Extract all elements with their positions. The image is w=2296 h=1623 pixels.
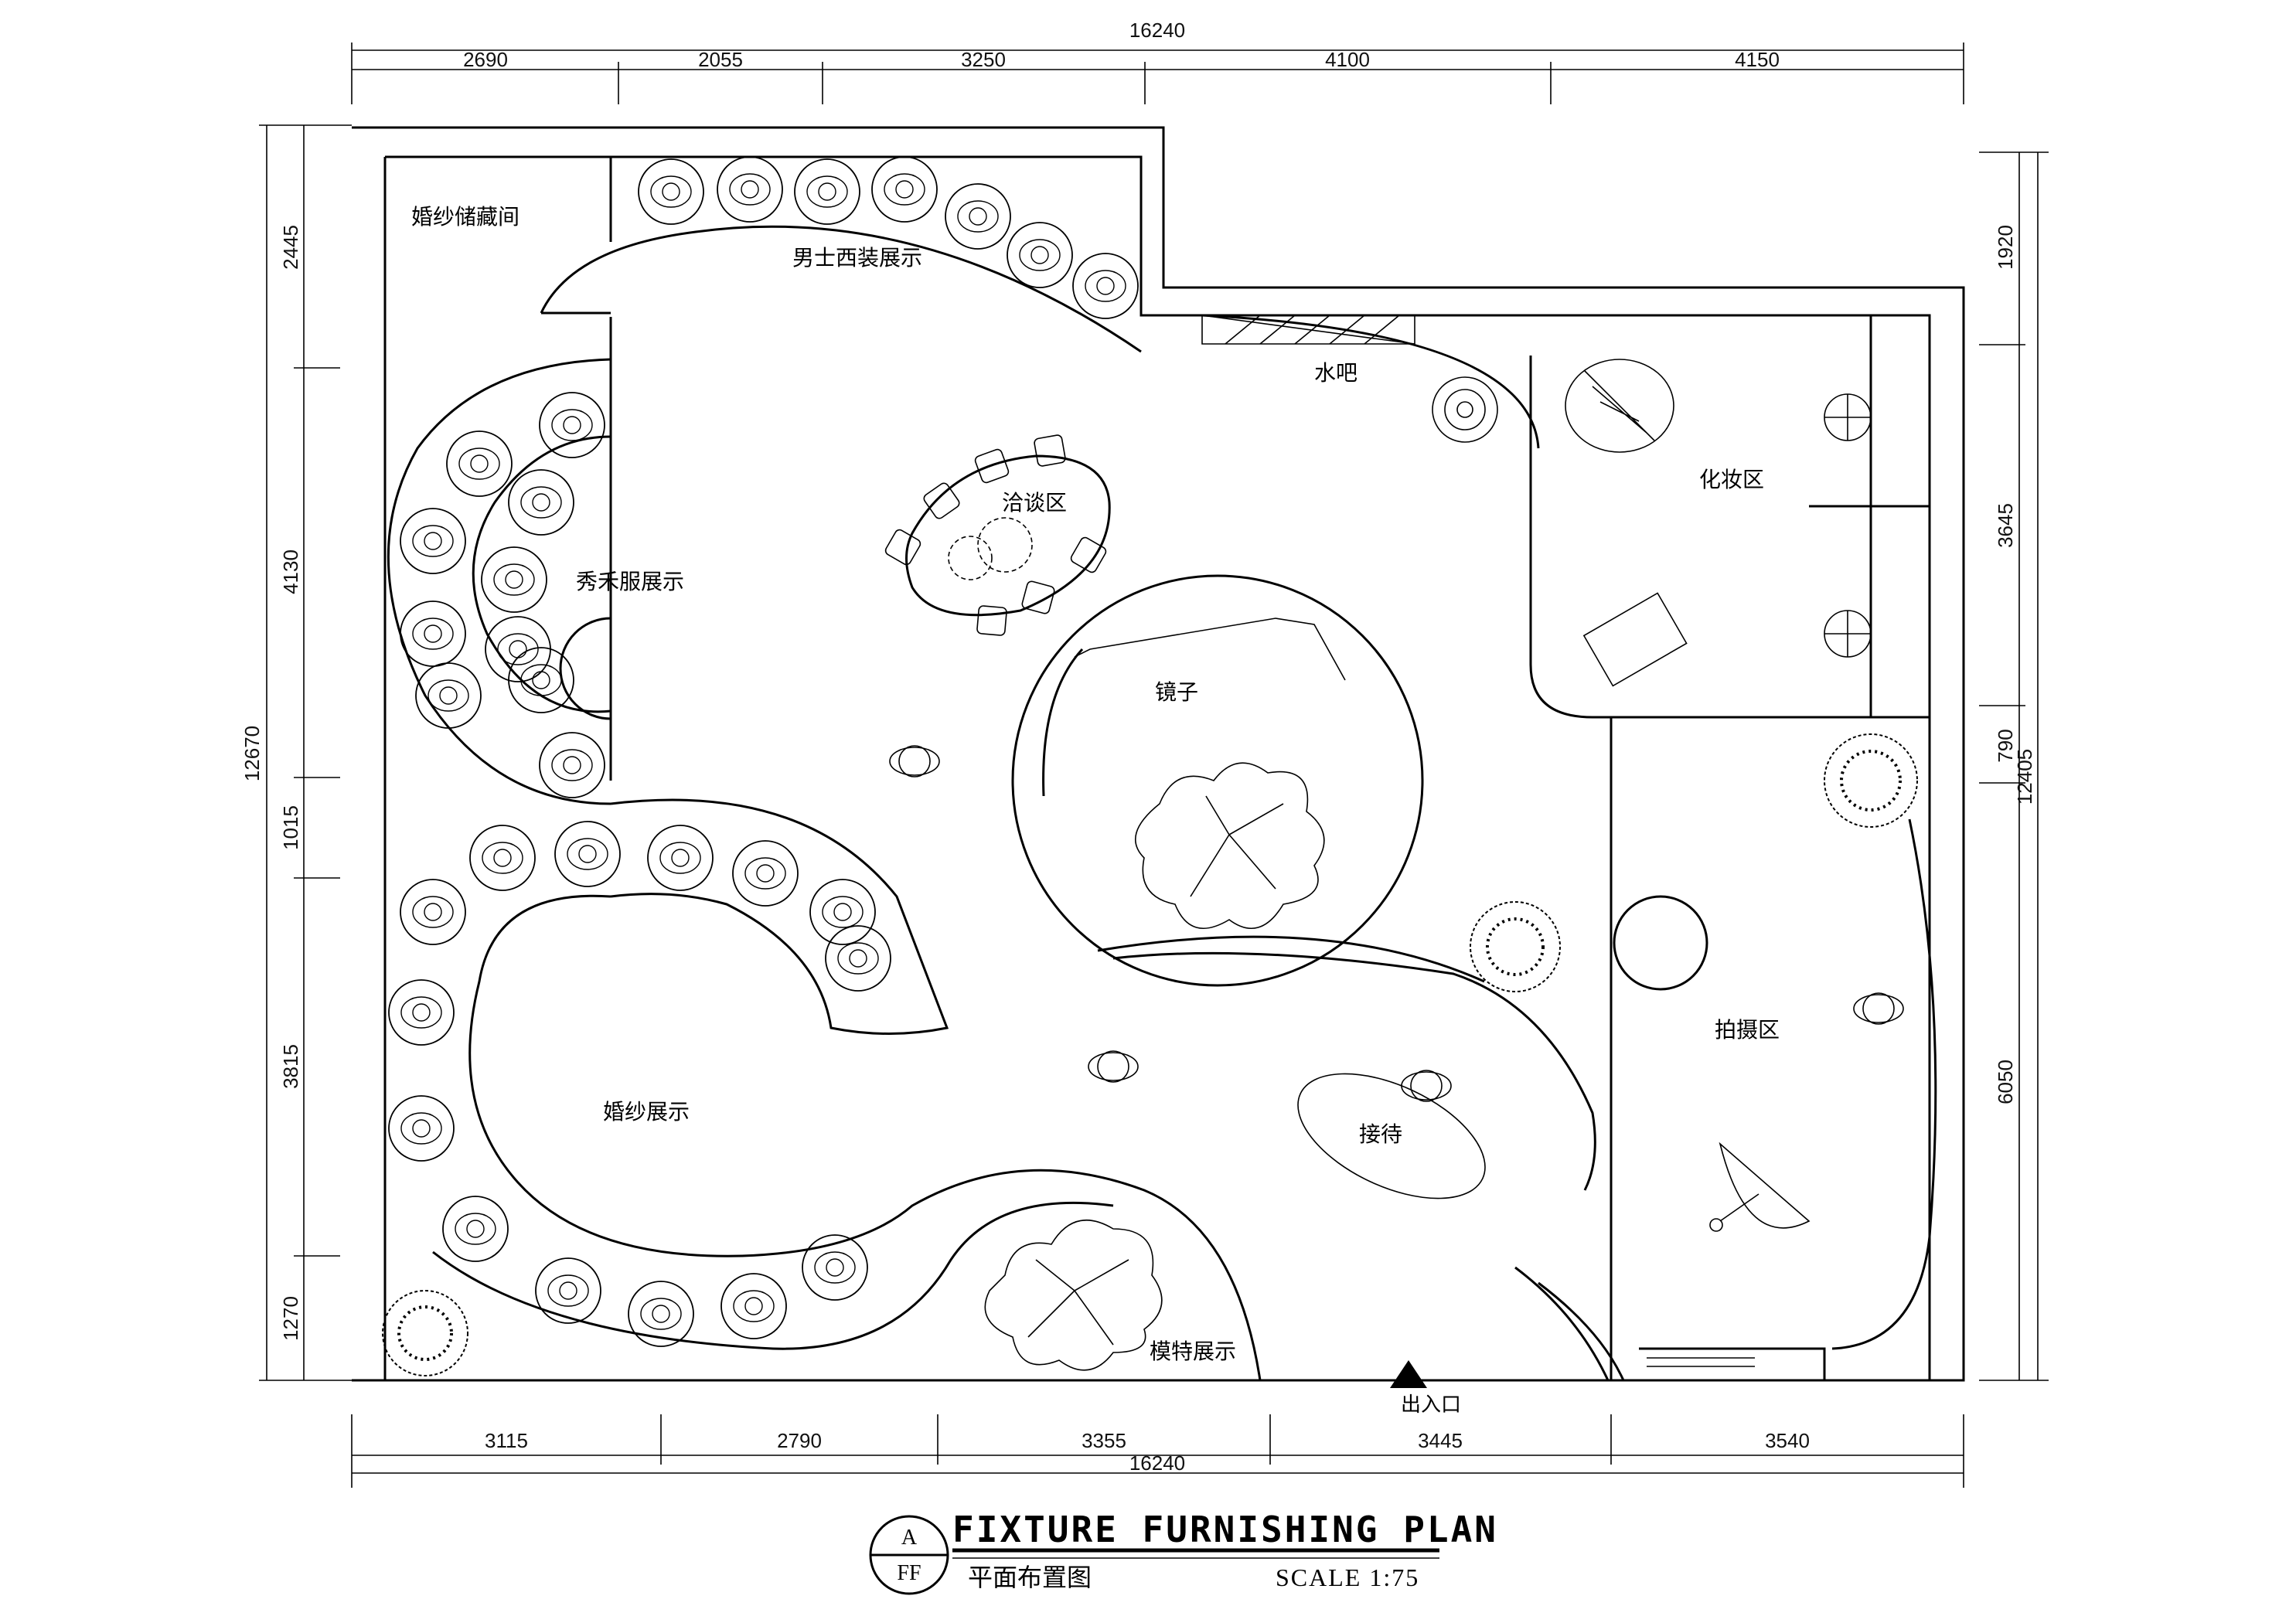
flower-arrangement	[1135, 762, 1325, 929]
flower-arrangement-2	[984, 1219, 1163, 1371]
garment-rack-icon	[720, 1273, 787, 1339]
garment-rack-icon	[508, 469, 574, 536]
garment-rack-icon	[400, 601, 466, 667]
label-wedding-dress-display: 婚纱展示	[603, 1099, 690, 1125]
label-bridal-storage: 婚纱储藏间	[411, 204, 519, 230]
garment-rack-icon	[825, 925, 891, 992]
dim-top-seg-3: 3250	[961, 48, 1006, 71]
garment-rack-icon	[446, 430, 513, 497]
label-negotiation-area: 洽谈区	[1002, 490, 1067, 515]
garment-rack-icon	[481, 546, 547, 613]
right-dimension-lines: 12405 1920 3645 790 6050	[1979, 151, 2049, 1381]
dim-bottom-seg-5: 3540	[1765, 1429, 1810, 1452]
dim-left-seg-2: 4130	[279, 550, 302, 594]
badge-top-text: A	[901, 1526, 918, 1550]
top-dimension-lines: 16240 2690 2055 3250 4100 4150	[351, 19, 1964, 104]
garment-rack-icon	[388, 979, 455, 1046]
dim-bottom-total: 16240	[1129, 1451, 1185, 1475]
dim-right-total: 12405	[2013, 749, 2036, 805]
badge-bottom-text: FF	[897, 1561, 921, 1585]
garment-rack-icon	[1072, 253, 1139, 319]
tree-icon	[382, 733, 1918, 1376]
drawing-title-chinese: 平面布置图	[968, 1563, 1092, 1592]
dim-bottom-seg-2: 2790	[777, 1429, 822, 1452]
water-bar-fixture	[1432, 376, 1498, 443]
interior-partitions	[609, 157, 1930, 1380]
dim-bottom-seg-1: 3115	[485, 1429, 528, 1452]
dim-left-seg-3: 1015	[279, 805, 302, 850]
round-column	[1613, 895, 1708, 991]
garment-rack-icon	[388, 1095, 455, 1162]
photo-reflector	[1709, 1142, 1811, 1232]
garment-rack-icon	[400, 879, 466, 945]
dim-bottom-seg-3: 3355	[1082, 1429, 1126, 1452]
garment-rack-icon	[400, 508, 466, 574]
garment-rack-icon	[794, 158, 860, 225]
dim-top-seg-1: 2690	[463, 48, 508, 71]
garment-rack-icon	[809, 879, 876, 945]
left-dimension-lines: 12670 2445 4130 1015 3815 1270	[240, 124, 352, 1381]
dim-right-seg-1: 1920	[1994, 225, 2017, 270]
label-photo-area: 拍摄区	[1715, 1017, 1780, 1043]
dim-top-seg-2: 2055	[698, 48, 743, 71]
reception-desk	[1297, 1073, 1486, 1199]
people-figures	[889, 745, 1904, 1102]
label-mens-suit-display: 男士西装展示	[792, 245, 922, 270]
mirror-platform	[1011, 574, 1424, 987]
title-block: A FF FIXTURE FURNISHING PLAN 平面布置图 SCALE…	[869, 1509, 1498, 1595]
garment-rack-icon	[539, 732, 605, 798]
dim-top-seg-4: 4100	[1325, 48, 1370, 71]
entrance-marker	[1390, 1360, 1427, 1388]
curved-display-walls	[387, 225, 1937, 1381]
garment-rack-icon	[732, 840, 799, 907]
decorative-plants	[382, 359, 1918, 1376]
garment-rack-icon	[535, 1257, 601, 1324]
exterior-walls	[352, 126, 1965, 1382]
dim-bottom-seg-4: 3445	[1418, 1429, 1463, 1452]
dim-top-seg-5: 4150	[1735, 48, 1780, 71]
garment-rack-icon	[539, 392, 605, 458]
label-reception: 接待	[1359, 1121, 1402, 1147]
dim-right-seg-3: 790	[1994, 729, 2017, 762]
garment-rack-icon	[469, 825, 536, 891]
garment-rack-icon	[508, 647, 574, 713]
label-show-gown-display: 秀禾服展示	[576, 569, 684, 594]
dim-left-total: 12670	[240, 726, 264, 781]
label-makeup-area: 化妆区	[1699, 467, 1764, 492]
garment-rack-group	[388, 156, 1139, 1347]
dim-left-seg-4: 3815	[279, 1044, 302, 1089]
dim-right-seg-4: 6050	[1994, 1060, 2017, 1104]
label-model-display: 模特展示	[1150, 1339, 1236, 1364]
negotiation-table	[884, 434, 1111, 636]
drawing-scale: SCALE 1:75	[1276, 1563, 1419, 1591]
bottom-dimension-lines: 3115 2790 3355 3445 3540 16240	[351, 1414, 1964, 1488]
room-labels: 婚纱储藏间 男士西装展示 水吧 洽谈区 化妆区 秀禾服展示 镜子 婚纱展示 接待…	[411, 204, 1780, 1417]
garment-rack-icon	[442, 1196, 509, 1262]
label-entrance: 出入口	[1401, 1393, 1461, 1417]
dim-top-total: 16240	[1129, 19, 1185, 42]
garment-rack-icon	[647, 825, 714, 891]
label-mirror: 镜子	[1155, 679, 1198, 705]
garment-rack-icon	[628, 1281, 694, 1347]
dim-right-seg-2: 3645	[1994, 503, 2017, 548]
dim-left-seg-1: 2445	[279, 225, 302, 270]
garment-rack-icon	[802, 1234, 868, 1301]
garment-rack-icon	[415, 662, 482, 729]
garment-rack-icon	[1007, 222, 1073, 288]
drawing-title-english: FIXTURE FURNISHING PLAN	[952, 1509, 1498, 1550]
garment-rack-icon	[638, 158, 704, 225]
garment-rack-icon	[554, 821, 621, 887]
garment-rack-icon	[945, 183, 1011, 250]
dim-left-seg-5: 1270	[279, 1296, 302, 1341]
makeup-fixtures	[1565, 359, 1872, 687]
label-water-bar: 水吧	[1314, 360, 1358, 386]
garment-rack-icon	[717, 156, 783, 223]
garment-rack-icon	[871, 156, 938, 223]
